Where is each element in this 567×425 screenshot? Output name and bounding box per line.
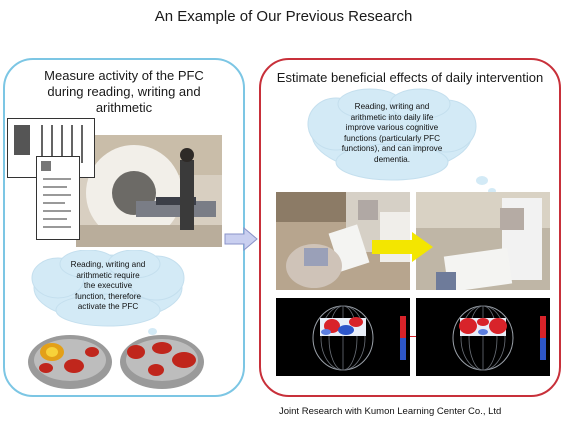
transition-arrow-icon xyxy=(224,226,258,252)
left-cloud-line: Reading, writing and xyxy=(70,260,146,269)
left-thought-cloud: Reading, writing and arithmetic require … xyxy=(28,250,188,328)
right-cloud-text: Reading, writing and arithmetic into dai… xyxy=(318,102,466,165)
right-cloud-line: Reading, writing and xyxy=(354,102,430,111)
right-panel-heading: Estimate beneficial effects of daily int… xyxy=(276,70,544,85)
intervention-photo-after xyxy=(416,192,550,290)
right-thought-cloud: Reading, writing and arithmetic into dai… xyxy=(306,88,478,182)
nirs-map-before xyxy=(276,298,410,376)
brain-activation-left xyxy=(24,330,114,392)
cloud-bubble-small xyxy=(488,188,496,194)
arithmetic-task-sheet xyxy=(36,156,80,240)
left-cloud-line: function, therefore xyxy=(75,291,141,301)
right-cloud-line: functions (particularly PFC xyxy=(343,133,440,143)
left-panel-heading: Measure activity of the PFC during readi… xyxy=(20,68,228,116)
left-heading-line: arithmetic xyxy=(95,100,153,115)
progress-arrow-icon xyxy=(372,232,434,262)
left-cloud-line: the executive xyxy=(83,281,133,290)
left-heading-line: during reading, writing and xyxy=(47,84,201,99)
intervention-photo-before xyxy=(276,192,410,290)
right-cloud-line: dementia. xyxy=(374,154,410,164)
mri-scanner-photo xyxy=(76,135,222,247)
left-cloud-line: activate the PFC xyxy=(77,302,139,311)
right-cloud-line: functions), and can improve xyxy=(341,144,443,153)
connector-line xyxy=(410,336,416,337)
left-cloud-line: arithmetic require xyxy=(76,270,140,280)
cloud-bubble-medium xyxy=(476,176,488,185)
nirs-map-after xyxy=(416,298,550,376)
footer-credit: Joint Research with Kumon Learning Cente… xyxy=(279,406,502,417)
left-cloud-text: Reading, writing and arithmetic require … xyxy=(38,260,178,313)
cloud-bubble-small xyxy=(148,328,157,335)
left-heading-line: Measure activity of the PFC xyxy=(44,68,204,83)
slide-title: An Example of Our Previous Research xyxy=(154,8,413,25)
right-cloud-line: arithmetic into daily life xyxy=(350,112,434,122)
brain-activation-right xyxy=(116,330,208,392)
right-cloud-line: improve various cognitive xyxy=(345,123,439,132)
